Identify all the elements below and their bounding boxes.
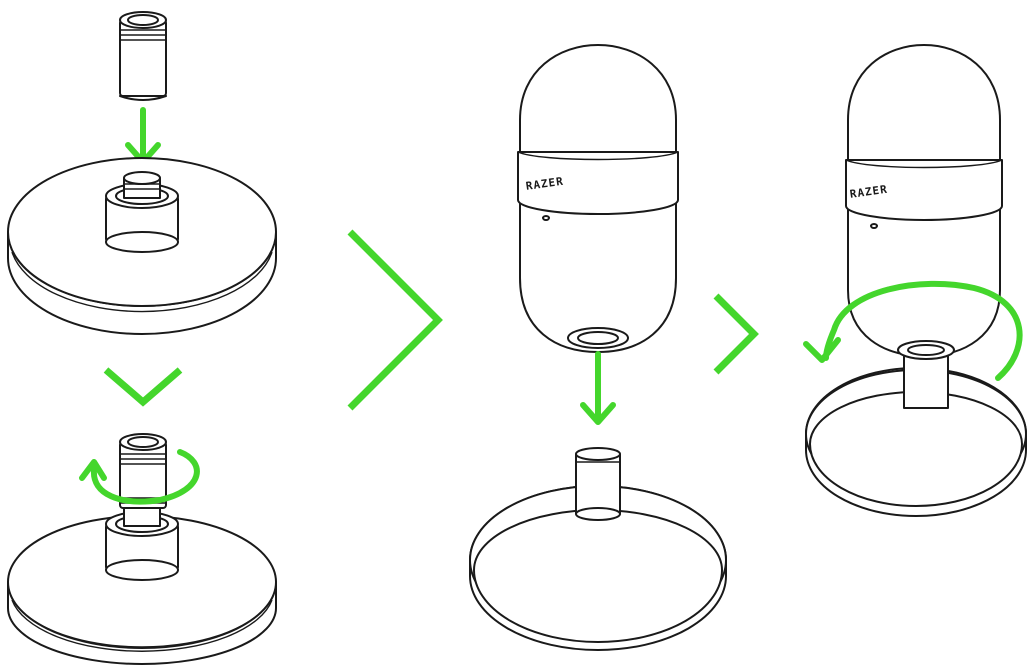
threaded-adapter bbox=[119, 11, 167, 101]
brand-logo-text: RAZER bbox=[525, 175, 565, 193]
chevron-right-icon bbox=[347, 229, 443, 411]
brand-logo-text: RAZER bbox=[849, 183, 889, 201]
stand-base bbox=[7, 157, 277, 335]
stand-base bbox=[805, 355, 1027, 517]
step-1-adapter-above-base bbox=[7, 11, 277, 335]
step-2-tighten-adapter bbox=[7, 433, 277, 665]
chevron-right-icon bbox=[713, 293, 759, 375]
rotate-arrow-icon bbox=[79, 449, 200, 505]
down-arrow-icon bbox=[580, 351, 616, 425]
threaded-adapter bbox=[119, 433, 167, 509]
stand-base bbox=[469, 447, 727, 651]
stand-base bbox=[7, 505, 277, 665]
step-3-place-microphone: RAZER bbox=[469, 44, 727, 651]
rotate-arrow-icon bbox=[803, 280, 1023, 381]
microphone: RAZER bbox=[517, 44, 679, 353]
chevron-down-icon bbox=[103, 367, 183, 407]
down-arrow-icon bbox=[125, 107, 161, 165]
microphone: RAZER bbox=[845, 44, 1003, 360]
step-4-screw-microphone: RAZER bbox=[803, 44, 1027, 517]
